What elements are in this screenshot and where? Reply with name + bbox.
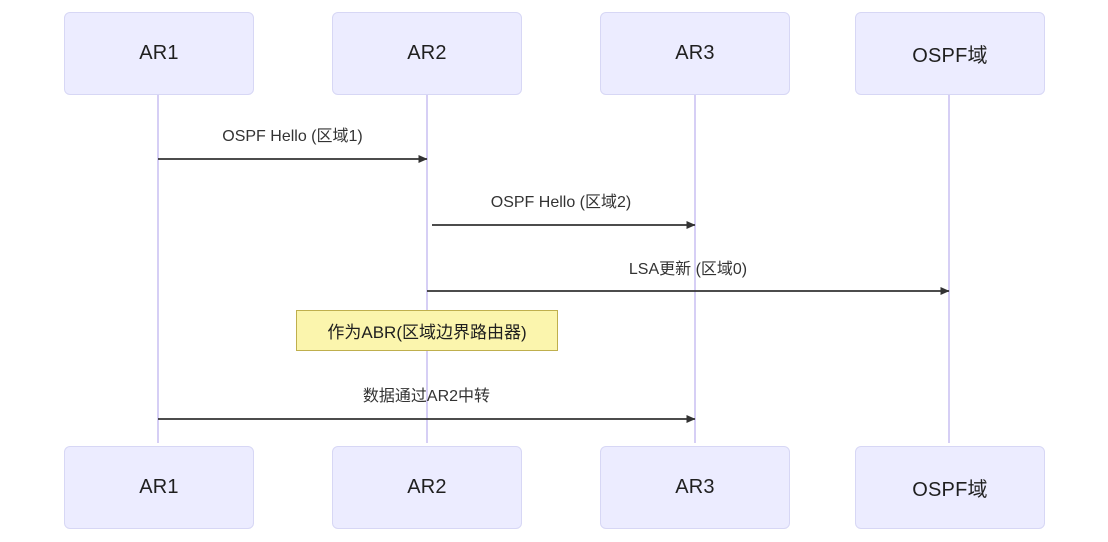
lifeline-ar3 bbox=[694, 95, 696, 443]
message-label-2: OSPF Hello (区域2) bbox=[427, 188, 695, 212]
participant-label: OSPF域 bbox=[912, 45, 988, 67]
participant-ar3-bottom[interactable]: AR3 bbox=[600, 446, 790, 529]
message-text: OSPF Hello (区域1) bbox=[222, 128, 363, 145]
participant-label: OSPF域 bbox=[912, 479, 988, 501]
participant-ar2-bottom[interactable]: AR2 bbox=[332, 446, 522, 529]
participant-ar1-bottom[interactable]: AR1 bbox=[64, 446, 254, 529]
participant-ospf-top[interactable]: OSPF域 bbox=[855, 12, 1045, 95]
message-text: OSPF Hello (区域2) bbox=[490, 194, 632, 211]
message-label-4: 数据通过AR2中转 bbox=[158, 382, 695, 406]
message-text: LSA更新 (区域0) bbox=[628, 261, 748, 278]
message-label-1: OSPF Hello (区域1) bbox=[158, 122, 427, 146]
message-label-3: LSA更新 (区域0) bbox=[561, 255, 815, 279]
lifeline-ar1 bbox=[157, 95, 159, 443]
participant-label: AR1 bbox=[139, 476, 179, 498]
note-abr: 作为ABR(区域边界路由器) bbox=[296, 310, 558, 351]
note-text: 作为ABR(区域边界路由器) bbox=[327, 323, 527, 342]
participant-ar1-top[interactable]: AR1 bbox=[64, 12, 254, 95]
lifeline-ar2 bbox=[426, 95, 428, 443]
participant-ar2-top[interactable]: AR2 bbox=[332, 12, 522, 95]
lifeline-ospf bbox=[948, 95, 950, 443]
participant-label: AR2 bbox=[407, 42, 447, 64]
participant-label: AR3 bbox=[675, 476, 715, 498]
participant-label: AR3 bbox=[675, 42, 715, 64]
message-text: 数据通过AR2中转 bbox=[362, 388, 491, 405]
participant-ar3-top[interactable]: AR3 bbox=[600, 12, 790, 95]
participant-ospf-bottom[interactable]: OSPF域 bbox=[855, 446, 1045, 529]
participant-label: AR1 bbox=[139, 42, 179, 64]
participant-label: AR2 bbox=[407, 476, 447, 498]
